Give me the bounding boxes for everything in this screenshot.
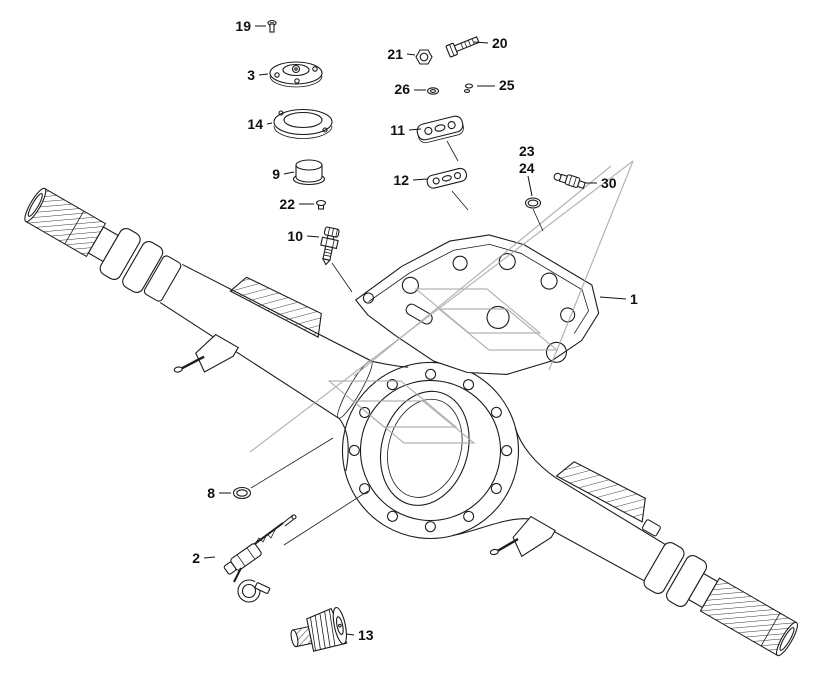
part-22-plug xyxy=(315,199,327,210)
line-part10-to-housing xyxy=(331,262,353,293)
leader-line-11 xyxy=(408,128,422,131)
callout-8: 8 xyxy=(207,485,231,501)
banjo-opening xyxy=(379,390,470,506)
callout-label-25: 25 xyxy=(499,77,515,93)
callout-25: 25 xyxy=(477,77,515,93)
line-part11-to-part12 xyxy=(446,140,459,162)
right-spring-pad xyxy=(555,461,646,523)
part-9-cup xyxy=(292,159,326,186)
leader-line-20 xyxy=(473,41,489,44)
weld-seam xyxy=(337,360,373,419)
callout-label-22: 22 xyxy=(279,196,295,212)
location-lines xyxy=(250,140,544,546)
part-21-nut xyxy=(415,49,433,65)
loose-parts xyxy=(223,19,586,652)
part-26-washer xyxy=(426,87,440,95)
part-11-plate xyxy=(416,115,464,144)
callout-26: 26 xyxy=(394,81,426,97)
callout-label-2: 2 xyxy=(192,550,200,566)
callout-label-11: 11 xyxy=(390,122,405,138)
part-2-valve-assembly xyxy=(223,514,297,603)
callout-21: 21 xyxy=(387,46,416,62)
callout-9: 9 xyxy=(272,166,295,182)
part-13-bevel-gear xyxy=(290,606,348,652)
callout-label-30: 30 xyxy=(601,175,617,191)
part-3-cap xyxy=(269,61,323,88)
left-spring-pad xyxy=(229,276,322,338)
top-mounting-bracket xyxy=(354,234,600,375)
leader-line-2 xyxy=(203,556,216,559)
callout-30: 30 xyxy=(585,175,617,191)
callout-3: 3 xyxy=(247,67,269,83)
callout-10: 10 xyxy=(287,228,320,244)
callout-2: 2 xyxy=(192,550,216,566)
part-14-cover xyxy=(273,108,333,139)
leader-line-12 xyxy=(412,178,428,181)
callouts: 19 21 20 3 26 25 14 11 xyxy=(192,18,638,643)
leader-line-9 xyxy=(283,171,295,175)
callout-22: 22 xyxy=(279,196,314,212)
right-bearing-ring-2 xyxy=(666,554,708,608)
part-8-oring xyxy=(232,486,252,500)
left-seal-collar xyxy=(143,255,182,302)
line-part8-to-housing xyxy=(250,437,334,489)
part-20-bolt xyxy=(445,36,480,58)
right-bearing-ring-1 xyxy=(643,541,685,595)
part-12-gasket xyxy=(426,167,468,189)
callout-23: 23 xyxy=(519,143,535,159)
callout-label-8: 8 xyxy=(207,485,215,501)
leader-line-24 xyxy=(527,175,533,197)
callout-label-20: 20 xyxy=(492,35,508,51)
callout-24: 24 xyxy=(519,160,535,197)
left-shock-bracket xyxy=(173,333,239,373)
part-10-breather xyxy=(320,226,340,266)
part-24-oring xyxy=(524,197,542,209)
callout-label-1: 1 xyxy=(630,291,638,307)
right-shock-bracket xyxy=(489,515,556,558)
part-19-screw xyxy=(267,19,277,33)
callout-11: 11 xyxy=(390,122,422,138)
callout-label-23: 23 xyxy=(519,143,535,159)
callout-20: 20 xyxy=(473,35,508,51)
leader-line-10 xyxy=(306,235,320,238)
callout-label-14: 14 xyxy=(247,116,263,132)
callout-label-21: 21 xyxy=(387,46,403,62)
callout-19: 19 xyxy=(235,18,266,34)
callout-label-19: 19 xyxy=(235,18,251,34)
right-tab xyxy=(641,519,661,537)
callout-label-26: 26 xyxy=(394,81,410,97)
callout-12: 12 xyxy=(393,172,428,188)
part-30-valve xyxy=(553,172,586,190)
callout-label-12: 12 xyxy=(393,172,409,188)
leader-line-1 xyxy=(599,296,627,300)
callout-label-3: 3 xyxy=(247,67,255,83)
line-part12-to-housing xyxy=(451,190,469,211)
leader-line-14 xyxy=(266,122,273,125)
callout-1: 1 xyxy=(599,291,638,307)
left-bearing-ring-2 xyxy=(122,240,164,294)
leader-line-13 xyxy=(345,633,355,636)
line-part24-to-housing xyxy=(532,208,544,232)
callout-label-10: 10 xyxy=(287,228,303,244)
axle-housing-body xyxy=(24,187,798,657)
callout-14: 14 xyxy=(247,116,273,132)
leader-line-21 xyxy=(406,53,416,56)
left-bearing-ring-1 xyxy=(99,227,141,281)
leader-line-3 xyxy=(258,73,269,76)
banjo-flange xyxy=(341,361,520,540)
callout-label-13: 13 xyxy=(358,627,374,643)
callout-label-24: 24 xyxy=(519,160,535,176)
callout-label-9: 9 xyxy=(272,166,280,182)
line-part2-to-housing xyxy=(283,490,369,546)
watermark xyxy=(249,160,634,453)
banjo-bolt-holes xyxy=(348,368,513,533)
part-25-pin xyxy=(463,83,474,93)
callout-13: 13 xyxy=(345,627,374,643)
